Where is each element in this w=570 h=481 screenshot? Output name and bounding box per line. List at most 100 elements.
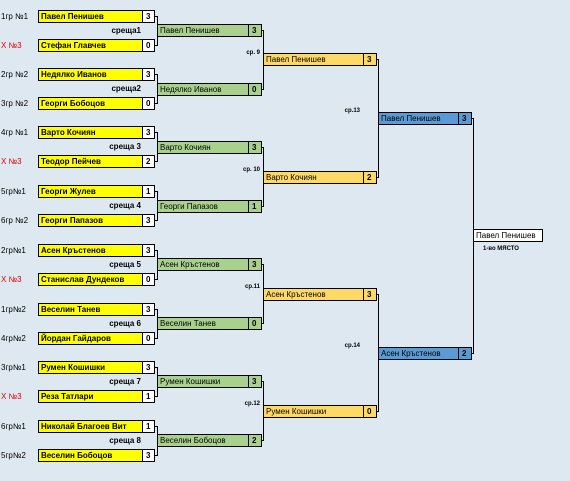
connector-line — [155, 161, 158, 162]
player-score: 2 — [363, 171, 377, 184]
connector-line — [155, 45, 158, 46]
meeting-label: ср. 10 — [242, 167, 260, 173]
connector-line — [155, 103, 158, 104]
player-name: Веселин Бобоцов — [157, 434, 249, 447]
meeting-label: среща 3 — [109, 142, 141, 151]
seed-label: Х №3 — [1, 41, 22, 50]
player-name: Павел Пенишев — [378, 112, 459, 125]
player-name: Павел Пенишев — [263, 53, 364, 66]
player-score: 3 — [248, 375, 262, 388]
seed-label: 2гр №2 — [1, 70, 29, 79]
meeting-label: ср.11 — [244, 284, 260, 290]
player-score: 1 — [142, 185, 155, 198]
player-name: Варто Кочиян — [157, 141, 249, 154]
player-name: Стефан Главчев — [38, 39, 143, 52]
connector-line — [155, 191, 158, 192]
player-name: Асен Кръстенов — [38, 244, 143, 257]
seed-label: 4гр№2 — [1, 334, 26, 343]
player-score: 0 — [248, 83, 262, 96]
player-name: Варто Кочиян — [263, 171, 364, 184]
player-name: Румен Кошишки — [263, 405, 364, 418]
connector-line — [155, 132, 158, 133]
player-name: Павел Пенишев — [38, 10, 143, 23]
meeting-label: среща2 — [111, 84, 141, 93]
player-score: 3 — [248, 141, 262, 154]
player-name: Николай Благоев Вит — [38, 420, 143, 433]
player-score: 3 — [142, 68, 155, 81]
connector-line — [155, 455, 158, 456]
player-score: 3 — [363, 288, 377, 301]
player-name: Георги Бобоцов — [38, 97, 143, 110]
player-name: Веселин Танев — [157, 317, 249, 330]
player-score: 3 — [142, 10, 155, 23]
player-name: Румен Кошишки — [38, 361, 143, 374]
seed-label: 1гр №1 — [1, 12, 29, 21]
player-score: 0 — [142, 332, 155, 345]
player-score: 2 — [142, 155, 155, 168]
player-name: Асен Кръстенов — [263, 288, 364, 301]
meeting-label: ср. 9 — [246, 50, 260, 56]
player-score: 0 — [142, 273, 155, 286]
seed-label: 6гр№1 — [1, 422, 26, 431]
winner-name: Павел Пенишев — [473, 229, 543, 242]
player-name: Станислав Дундеков — [38, 273, 143, 286]
player-score: 3 — [142, 361, 155, 374]
player-name: Веселин Бобоцов — [38, 449, 143, 462]
player-name: Реза Татлари — [38, 390, 143, 403]
player-score: 3 — [142, 126, 155, 139]
player-name: Асен Кръстенов — [157, 258, 249, 271]
meeting-label: среща 5 — [109, 260, 141, 269]
connector-line — [155, 279, 158, 280]
player-score: 3 — [248, 24, 262, 37]
player-score: 0 — [248, 317, 262, 330]
player-name: Георги Папазов — [157, 200, 249, 213]
player-score: 3 — [142, 214, 155, 227]
connector-line — [155, 396, 158, 397]
seed-label: 4гр №1 — [1, 128, 29, 137]
connector-line — [155, 74, 158, 75]
player-score: 1 — [142, 390, 155, 403]
meeting-label: ср.13 — [344, 108, 360, 114]
meeting-label: среща1 — [111, 26, 141, 35]
player-score: 1 — [142, 420, 155, 433]
seed-label: 3гр№1 — [1, 363, 26, 372]
meeting-label: среща 7 — [109, 377, 141, 386]
player-name: Теодор Пейчев — [38, 155, 143, 168]
player-name: Йордан Гайдаров — [38, 332, 143, 345]
connector-line — [155, 250, 158, 251]
player-score: 3 — [142, 449, 155, 462]
seed-label: Х №3 — [1, 392, 22, 401]
player-name: Георги Жулев — [38, 185, 143, 198]
connector-line — [155, 220, 158, 221]
connector-line — [155, 16, 158, 17]
connector-line — [155, 309, 158, 310]
player-score: 3 — [458, 112, 472, 125]
connector-line — [155, 338, 158, 339]
player-score: 1 — [248, 200, 262, 213]
player-score: 3 — [142, 303, 155, 316]
seed-label: Х №3 — [1, 157, 22, 166]
player-score: 3 — [248, 258, 262, 271]
player-name: Румен Кошишки — [157, 375, 249, 388]
player-score: 2 — [458, 347, 472, 360]
player-score: 3 — [142, 244, 155, 257]
player-name: Павел Пенишев — [157, 24, 249, 37]
seed-label: 5гр№1 — [1, 187, 26, 196]
player-score: 2 — [248, 434, 262, 447]
seed-label: 5гр№2 — [1, 451, 26, 460]
meeting-label: ср.12 — [244, 401, 260, 407]
meeting-label: среща 8 — [109, 436, 141, 445]
player-name: Веселин Танев — [38, 303, 143, 316]
connector-line — [155, 426, 158, 427]
player-name: Варто Кочиян — [38, 126, 143, 139]
player-name: Недялко Иванов — [157, 83, 249, 96]
player-name: Недялко Иванов — [38, 68, 143, 81]
player-score: 3 — [363, 53, 377, 66]
seed-label: 1гр№2 — [1, 305, 26, 314]
seed-label: 6гр №2 — [1, 216, 29, 225]
meeting-label: ср.14 — [344, 343, 360, 349]
player-score: 0 — [142, 97, 155, 110]
meeting-label: среща 4 — [109, 201, 141, 210]
seed-label: Х №3 — [1, 275, 22, 284]
player-score: 0 — [142, 39, 155, 52]
